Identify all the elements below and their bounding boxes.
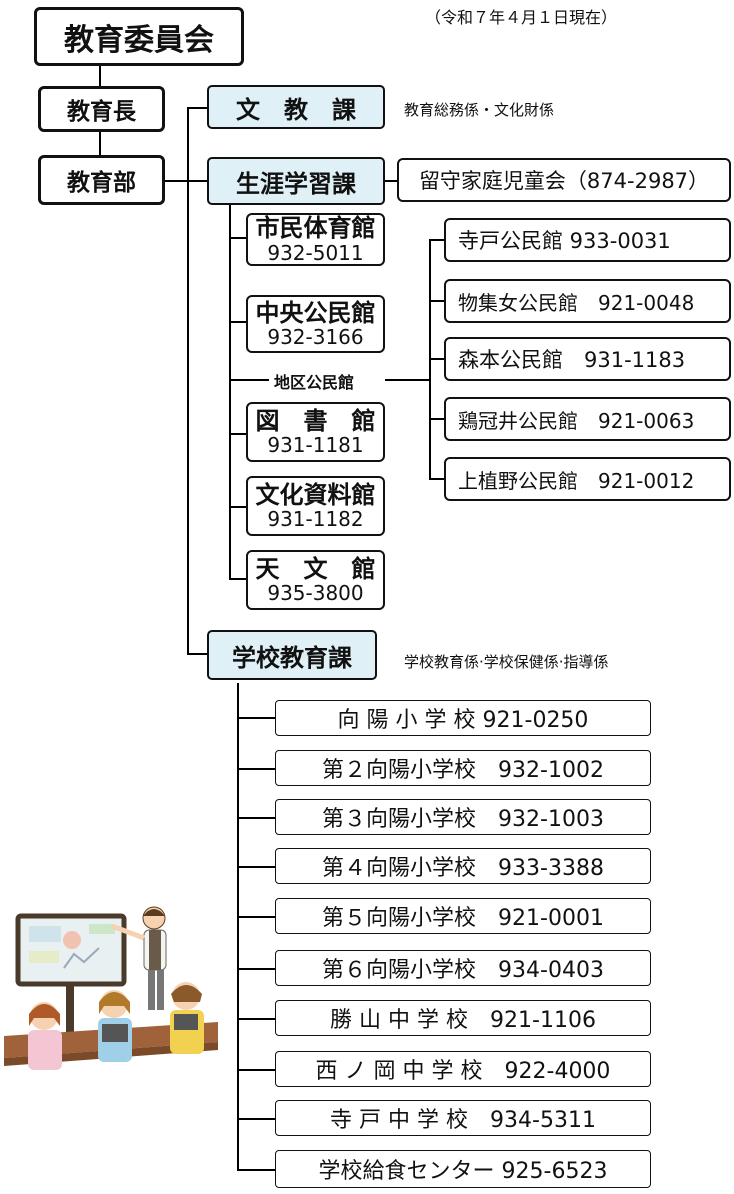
school-label: 第２向陽小学校 932-1002 xyxy=(322,758,604,783)
school-label: 寺 戸 中 学 校 934-5311 xyxy=(330,1108,596,1133)
school-label: 勝 山 中 学 校 921-1106 xyxy=(330,1008,596,1033)
school-box: 勝 山 中 学 校 921-1106 xyxy=(275,1000,651,1036)
facility-box: 文化資料館 931-1182 xyxy=(246,476,385,536)
board-title: 教育委員会 xyxy=(64,22,214,58)
school-label: 向 陽 小 学 校 921-0250 xyxy=(337,708,589,733)
community-hall-box: 森本公民館 931-1183 xyxy=(444,337,731,381)
facility-tel: 931-1182 xyxy=(267,507,364,532)
school-box: 第３向陽小学校 932-1003 xyxy=(275,799,651,835)
bureau-box: 教育部 xyxy=(38,155,165,205)
school-label: 第４向陽小学校 933-3388 xyxy=(322,856,604,881)
school-label: 第６向陽小学校 934-0403 xyxy=(322,958,604,983)
school-box: 第２向陽小学校 932-1002 xyxy=(275,750,651,786)
dept-shogai-label: 生涯学習課 xyxy=(236,169,356,198)
community-hall-box: 寺戸公民館 933-0031 xyxy=(444,218,731,262)
facility-box: 図 書 館 931-1181 xyxy=(246,402,385,462)
school-label: 学校給食センター 925-6523 xyxy=(318,1159,608,1184)
facility-box: 中央公民館 932-3166 xyxy=(246,295,385,353)
school-box: 第５向陽小学校 921-0001 xyxy=(275,898,651,934)
after-school-club-label: 留守家庭児童会（874-2987） xyxy=(418,169,710,193)
classroom-illustration xyxy=(4,906,218,1070)
superintendent-label: 教育長 xyxy=(67,99,136,125)
community-hall-label: 物集女公民館 921-0048 xyxy=(458,290,695,315)
facility-name: 天 文 館 xyxy=(255,554,376,583)
community-hall-label: 上植野公民館 921-0012 xyxy=(458,468,695,493)
community-hall-label: 寺戸公民館 933-0031 xyxy=(458,229,671,253)
facility-box: 市民体育館 932-5011 xyxy=(246,213,385,266)
school-box: 西 ノ 岡 中 学 校 922-4000 xyxy=(275,1051,651,1087)
facility-name: 図 書 館 xyxy=(255,406,376,435)
community-hall-box: 物集女公民館 921-0048 xyxy=(444,279,731,323)
board-of-education-box: 教育委員会 xyxy=(34,7,244,66)
dept-shogai: 生涯学習課 xyxy=(207,157,385,205)
school-box: 学校給食センター 925-6523 xyxy=(275,1150,651,1188)
community-hall-box: 上植野公民館 921-0012 xyxy=(444,457,731,501)
facility-name: 文化資料館 xyxy=(255,480,376,509)
facility-name: 市民体育館 xyxy=(255,214,376,243)
district-label: 地区公民館 xyxy=(270,369,359,393)
facility-tel: 932-3166 xyxy=(267,325,364,350)
facility-tel: 931-1181 xyxy=(267,433,364,458)
dept-gakko-note: 学校教育係·学校保健係·指導係 xyxy=(404,653,609,671)
dept-bunkyo-note: 教育総務係・文化財係 xyxy=(404,101,555,119)
school-box: 寺 戸 中 学 校 934-5311 xyxy=(275,1100,651,1136)
community-hall-label: 森本公民館 931-1183 xyxy=(458,348,686,372)
after-school-club-box: 留守家庭児童会（874-2987） xyxy=(397,158,731,202)
dept-bunkyo: 文 教 課 xyxy=(207,85,385,129)
date-note: （令和７年４月１日現在） xyxy=(425,8,618,27)
school-label: 第５向陽小学校 921-0001 xyxy=(322,906,604,931)
community-hall-box: 鶏冠井公民館 921-0063 xyxy=(444,397,731,441)
school-box: 第４向陽小学校 933-3388 xyxy=(275,848,651,884)
dept-gakko: 学校教育課 xyxy=(207,630,377,680)
community-hall-label: 鶏冠井公民館 921-0063 xyxy=(458,408,695,433)
school-box: 第６向陽小学校 934-0403 xyxy=(275,950,651,986)
dept-gakko-label: 学校教育課 xyxy=(232,643,352,672)
school-box: 向 陽 小 学 校 921-0250 xyxy=(275,700,651,736)
facility-name: 中央公民館 xyxy=(255,298,376,327)
school-label: 第３向陽小学校 932-1003 xyxy=(322,807,604,832)
facility-tel: 932-5011 xyxy=(267,240,364,265)
facility-tel: 935-3800 xyxy=(267,581,364,606)
facility-box: 天 文 館 935-3800 xyxy=(246,550,385,610)
school-label: 西 ノ 岡 中 学 校 922-4000 xyxy=(315,1059,611,1084)
dept-bunkyo-label: 文 教 課 xyxy=(236,95,356,124)
bureau-label: 教育部 xyxy=(67,170,136,196)
superintendent-box: 教育長 xyxy=(38,86,165,132)
